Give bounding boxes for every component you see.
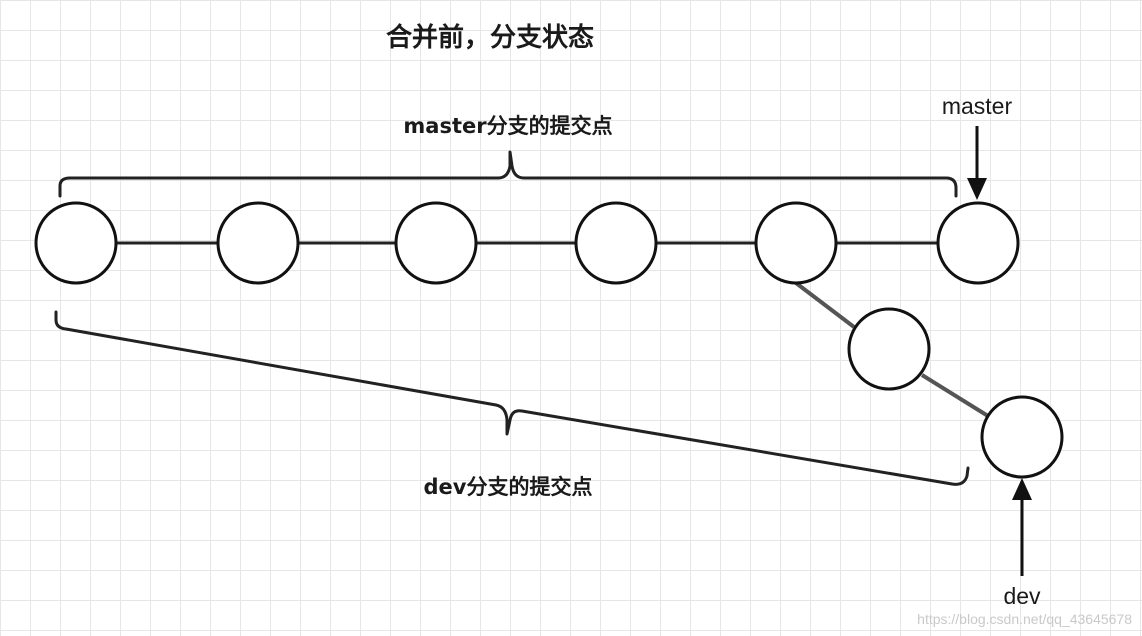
master-head-commit-node [936,201,1020,285]
branch-edge [794,281,856,329]
dev-pointer-label: dev [1003,583,1041,609]
dev-commit-node [847,307,931,391]
master-commit-node [216,201,300,285]
master-commit-node [394,201,478,285]
dev-pointer-arrowhead [1012,478,1032,500]
master-commit-node [34,201,118,285]
master-brace-label: master分支的提交点 [403,114,612,138]
dev-head-commit-node [980,395,1064,479]
dev-brace-label: dev分支的提交点 [424,475,593,499]
watermark-text: https://blog.csdn.net/qq_43645678 [917,611,1132,627]
master-commit-node [754,201,838,285]
master-commits-brace [58,150,958,198]
master-commit-node [574,201,658,285]
master-pointer-arrowhead [967,178,987,200]
branch-edge [920,373,990,418]
dev-commits-brace [54,310,970,486]
diagram-title: 合并前，分支状态 [386,22,594,53]
master-pointer-label: master [942,93,1013,119]
